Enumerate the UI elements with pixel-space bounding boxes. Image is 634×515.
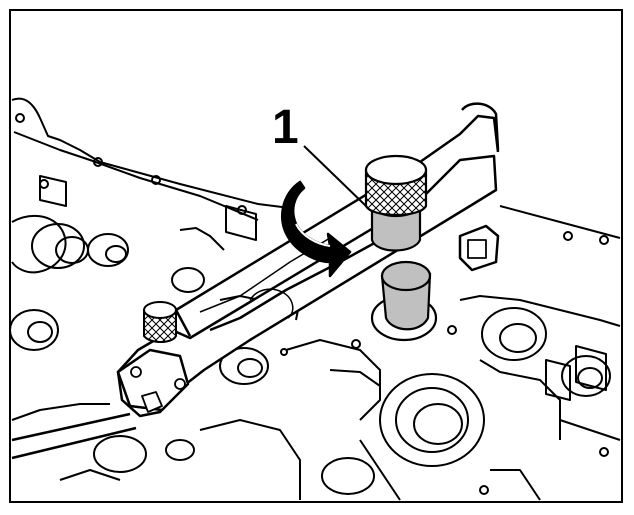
highlighted-shaft-component <box>370 190 438 342</box>
engine-block <box>9 97 621 501</box>
knurled-screw-right <box>364 154 428 216</box>
knurled-screw-left <box>143 301 177 343</box>
callout-number: 1 <box>272 101 299 154</box>
callout-leader-line <box>303 145 367 207</box>
tool-rod <box>11 412 137 460</box>
rotation-arrow <box>281 180 352 278</box>
